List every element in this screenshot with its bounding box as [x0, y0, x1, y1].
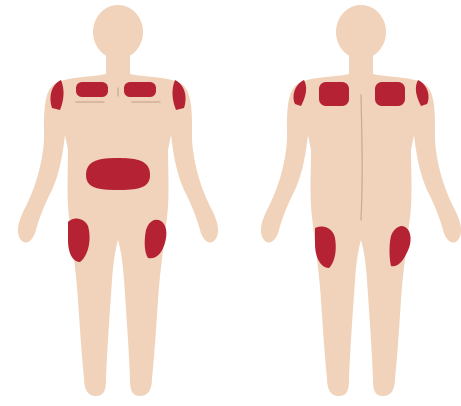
- front-abdomen-site: [86, 158, 150, 190]
- front-right-thigh-site: [145, 220, 167, 259]
- front-right-chest-site: [124, 82, 156, 97]
- front-left-deltoid-site: [50, 80, 63, 110]
- back-body-silhouette: [261, 5, 461, 396]
- front-body-silhouette: [18, 5, 218, 396]
- back-body-figure: [261, 5, 461, 396]
- front-right-deltoid-site: [172, 80, 185, 110]
- back-right-upper-back-site: [375, 82, 405, 106]
- front-left-chest-site: [76, 82, 108, 97]
- front-body-figure: [18, 5, 218, 396]
- back-left-upper-back-site: [319, 82, 349, 106]
